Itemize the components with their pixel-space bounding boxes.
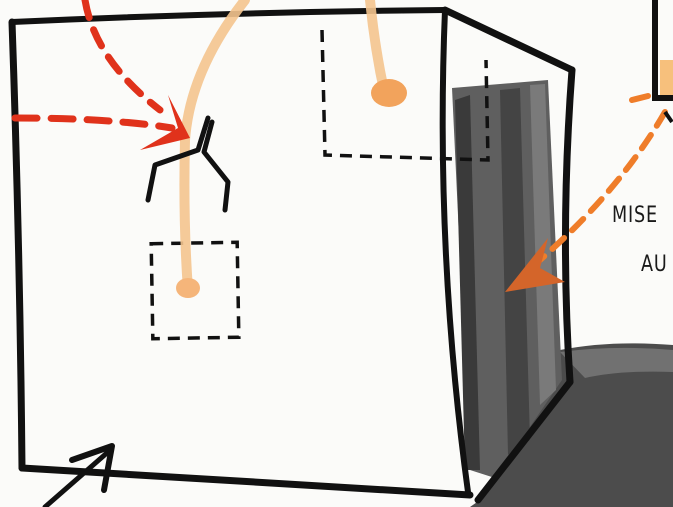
label-au: AU (641, 252, 668, 277)
box-top-right-edge (445, 10, 572, 70)
vent-flap-right (204, 122, 228, 210)
label-mise: MISE (612, 203, 658, 228)
box-front-edge-left (12, 22, 22, 468)
panel-tail (665, 112, 672, 122)
drop-lower (176, 278, 200, 298)
box-bottom-edge (22, 468, 470, 495)
orange-dash-top (632, 96, 648, 100)
orange-dashed-arrow (540, 112, 665, 260)
panel-corner-fill (660, 60, 673, 95)
red-dashed-arrow-horizontal (15, 118, 172, 128)
drop-upper (371, 79, 407, 107)
box-back-edge (565, 70, 572, 382)
